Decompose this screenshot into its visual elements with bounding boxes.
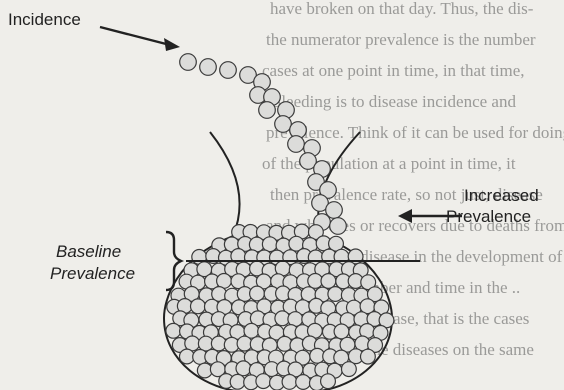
- ball: [361, 349, 376, 364]
- ball: [308, 274, 323, 289]
- increased-prevalence-label-line1: Increased: [464, 186, 539, 205]
- increased-prevalence-label-line2: Prevalence: [446, 207, 531, 226]
- ball: [220, 62, 237, 79]
- ball: [236, 361, 251, 376]
- ball: [321, 274, 336, 289]
- ball: [334, 324, 349, 339]
- background-text-line: have broken on that day. Thus, the dis-: [270, 0, 534, 18]
- ball: [296, 375, 311, 390]
- ball: [262, 237, 277, 252]
- ball: [328, 287, 343, 302]
- ball: [288, 136, 305, 153]
- background-text-line: prevalence. Think of it can be used for …: [266, 123, 564, 142]
- incidence-arrow: [100, 27, 180, 51]
- baseline-prevalence-label-line2: Prevalence: [50, 264, 135, 283]
- ball: [191, 299, 206, 314]
- ball: [256, 374, 271, 389]
- ball: [330, 218, 347, 235]
- background-text-line: Bleeding is to disease incidence and: [270, 92, 516, 111]
- ball: [237, 336, 252, 351]
- ball: [342, 362, 357, 377]
- ball: [180, 349, 195, 364]
- ball: [200, 59, 217, 76]
- baseline-prevalence-label-line1: Baseline: [56, 242, 121, 261]
- ball: [282, 375, 297, 390]
- ball: [166, 323, 181, 338]
- background-text-line: the numerator prevalence is the number: [266, 30, 536, 49]
- ball: [180, 54, 197, 71]
- ball: [259, 102, 276, 119]
- ball: [230, 374, 245, 389]
- incidence-label: Incidence: [8, 10, 81, 29]
- ball: [275, 116, 292, 133]
- background-text-line: cases at one point in time, in that time…: [262, 61, 525, 80]
- ball: [321, 374, 336, 389]
